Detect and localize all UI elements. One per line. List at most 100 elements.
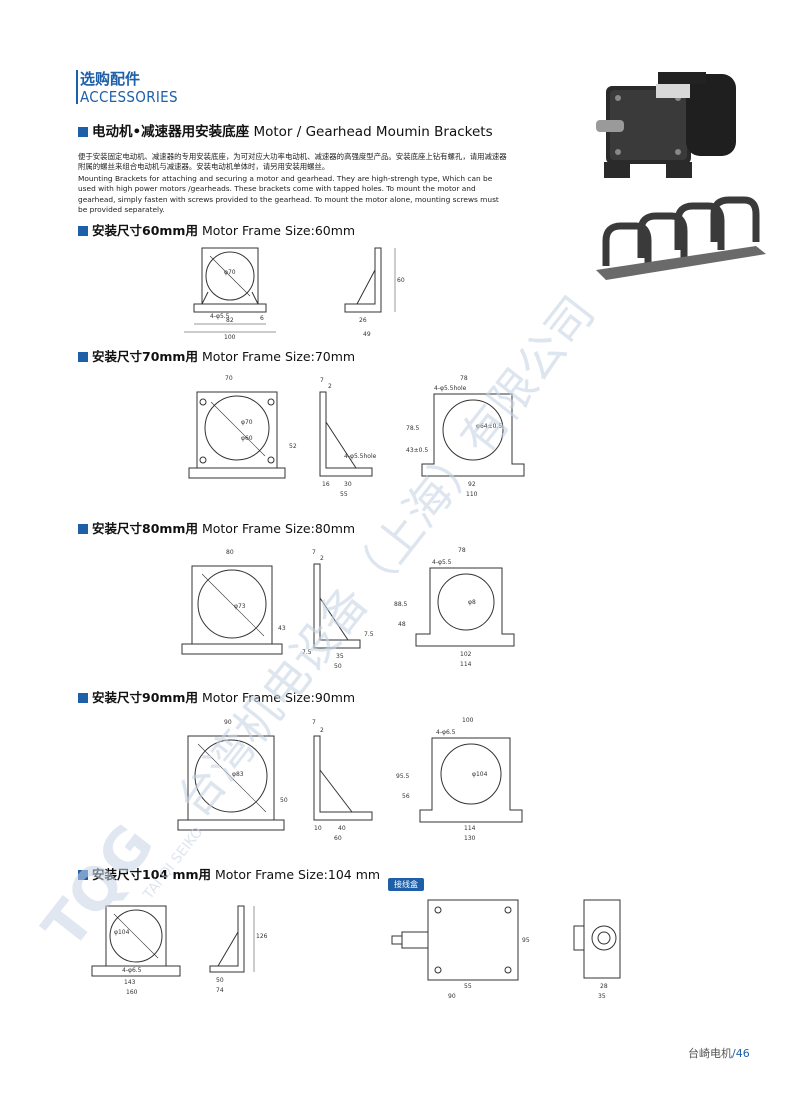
dim-label: 60 [334, 835, 342, 842]
junction-box-label: 接线盒 [388, 878, 424, 891]
dim-label: 114 [464, 825, 476, 832]
dim-label: 80 [226, 549, 234, 556]
dim-label: 60 [397, 277, 405, 284]
footer-brand: 台崎电机 [688, 1047, 732, 1060]
motor-gearhead-photo [596, 64, 746, 193]
section-en: Motor Frame Size:60mm [201, 223, 356, 238]
section-cn: 安装尺寸90mm用 [92, 690, 198, 705]
dim-label: 2 [320, 555, 324, 562]
dim-label: φ70 [224, 269, 236, 276]
dim-label: 78.5 [406, 425, 420, 432]
dim-label: 50 [216, 977, 224, 984]
dim-label: 35 [336, 653, 344, 660]
dim-label: 126 [256, 933, 268, 940]
dim-label: 40 [338, 825, 346, 832]
dim-label: φ104 [472, 771, 488, 778]
page-footer: 台崎电机/46 [688, 1045, 750, 1061]
dim-label: φ60 [241, 435, 253, 442]
dim-label: 95.5 [396, 773, 410, 780]
dim-label: 26 [359, 317, 367, 324]
dim-label: 82 [226, 317, 234, 324]
dim-label: 70 [225, 375, 233, 382]
dim-label: 4-φ5.5hole [434, 385, 467, 392]
dim-label: 100 [224, 334, 236, 340]
dim-label: φ8 [468, 599, 476, 606]
dim-label: 90 [224, 719, 232, 726]
main-title-cn: 电动机•减速器用安装底座 [92, 124, 250, 140]
dim-label: 43±0.5 [406, 447, 428, 454]
dim-label: 4-φ6.5 [122, 967, 142, 974]
dim-label: 7.5 [364, 631, 374, 638]
dim-label: 4-φ6.5 [436, 729, 456, 736]
brackets-photo [596, 196, 771, 290]
dim-label: φ70 [241, 419, 253, 426]
square-bullet-icon [78, 352, 88, 362]
dim-label: 130 [464, 835, 476, 842]
section-title-70: 安装尺寸70mm用 Motor Frame Size:70mm [78, 346, 355, 365]
drawing-90-side: 7 2 10 40 60 [300, 714, 380, 844]
dim-label: 48 [398, 621, 406, 628]
dim-label: 55 [464, 983, 472, 990]
dim-label: 102 [460, 651, 472, 658]
dim-label: 50 [280, 797, 288, 804]
dim-label: 114 [460, 661, 472, 668]
drawing-104-front: φ104 4-φ6.5 143 160 [86, 896, 196, 996]
drawing-80-front: 80 φ73 43 [172, 544, 292, 674]
dim-label: 7 [312, 549, 316, 556]
section-title-90: 安装尺寸90mm用 Motor Frame Size:90mm [78, 687, 355, 706]
dim-label: 110 [466, 491, 478, 498]
dim-label: φ73 [234, 603, 246, 610]
dim-label: 2 [320, 727, 324, 734]
dim-label: 78 [458, 547, 466, 554]
dim-label: 95 [522, 937, 530, 944]
dim-label: 28 [600, 983, 608, 990]
dim-label: 55 [340, 491, 348, 498]
section-cn: 安装尺寸60mm用 [92, 223, 198, 238]
dim-label: 7.5 [302, 649, 312, 656]
dim-label: 4-φ5.5 [210, 313, 230, 320]
header-title-cn: 选购配件 [80, 70, 141, 88]
dim-label: 56 [402, 793, 410, 800]
description-cn: 便于安装固定电动机、减速器的专用安装底座，为可对应大功率电动机、减速器的高强度型… [78, 152, 507, 172]
dim-label: 92 [468, 481, 476, 488]
square-bullet-icon [78, 693, 88, 703]
section-title-60: 安装尺寸60mm用 Motor Frame Size:60mm [78, 220, 355, 239]
dim-label: 10 [314, 825, 322, 832]
dim-label: 7 [320, 377, 324, 384]
dim-label: 52 [289, 443, 297, 450]
dim-label: 30 [344, 481, 352, 488]
section-cn: 安装尺寸80mm用 [92, 521, 198, 536]
dim-label: 4-φ5.5hole [344, 453, 377, 460]
drawing-junction-side: 28 35 [570, 892, 630, 1002]
dim-label: 90 [448, 993, 456, 1000]
footer-page-number: /46 [732, 1047, 750, 1060]
main-title-en: Motor / Gearhead Moumin Brackets [253, 124, 493, 140]
section-cn: 安装尺寸104 mm用 [92, 867, 211, 882]
drawing-60-side: 60 26 49 [335, 240, 415, 340]
drawing-70-side: 7 2 4-φ5.5hole 16 30 55 [310, 372, 390, 502]
section-en: Motor Frame Size:70mm [201, 349, 356, 364]
dim-label: 78 [460, 375, 468, 382]
drawing-junction-box: 95 55 90 [388, 892, 538, 1002]
header-bar [76, 70, 78, 104]
dim-label: 49 [363, 331, 371, 338]
dim-label: 88.5 [394, 601, 408, 608]
drawing-104-side: 126 50 74 [200, 896, 270, 996]
dim-label: φ64±0.5 [476, 423, 502, 430]
square-bullet-icon [78, 524, 88, 534]
dim-label: 100 [462, 717, 474, 724]
section-en: Motor Frame Size:80mm [201, 521, 356, 536]
main-title: 电动机•减速器用安装底座 Motor / Gearhead Moumin Bra… [78, 120, 493, 140]
dim-label: φ104 [114, 929, 130, 936]
section-title-80: 安装尺寸80mm用 Motor Frame Size:80mm [78, 518, 355, 537]
dim-label: 7 [312, 719, 316, 726]
square-bullet-icon [78, 127, 88, 137]
description-en: Mounting Brackets for attaching and secu… [78, 174, 499, 215]
drawing-70-front: 70 φ70 φ60 52 [185, 372, 300, 502]
header-title-en: ACCESSORIES [80, 88, 178, 106]
dim-label: 16 [322, 481, 330, 488]
drawing-90-base: 100 4-φ6.5 95.5 56 φ104 114 130 [392, 714, 532, 844]
dim-label: 2 [328, 383, 332, 390]
drawing-60-front: φ70 4-φ5.5 82 100 6 [180, 240, 290, 340]
dim-label: 143 [124, 979, 136, 986]
